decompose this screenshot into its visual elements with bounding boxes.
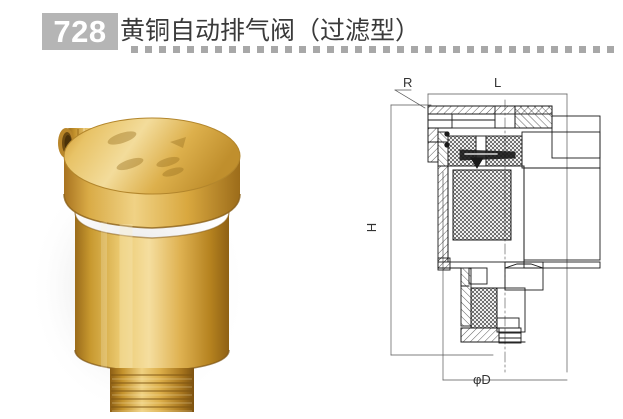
page-header: 728 黄铜自动排气阀（过滤型） <box>0 0 623 62</box>
dimension-label-diameter: φD <box>473 372 491 387</box>
product-code-label: 728 <box>53 14 107 49</box>
product-photo-panel <box>18 72 348 412</box>
drawing-lower-body <box>437 257 601 344</box>
header-dotted-divider <box>131 46 619 53</box>
photo-valve-body <box>74 211 230 373</box>
page-title: 黄铜自动排气阀（过滤型） <box>120 16 421 45</box>
photo-top-cap <box>63 117 241 229</box>
dimension-label-H: H <box>364 222 380 233</box>
technical-drawing-panel: R L H φD <box>364 72 623 402</box>
drawing-float-chamber <box>437 131 601 169</box>
valve-cross-section-drawing <box>390 89 601 381</box>
dimension-label-R: R <box>403 75 413 90</box>
photo-male-thread <box>110 368 194 412</box>
drawing-filter-element <box>437 165 601 263</box>
brass-valve-photo <box>28 117 248 412</box>
dimension-label-L: L <box>494 75 502 90</box>
product-code-badge: 728 <box>42 13 118 50</box>
